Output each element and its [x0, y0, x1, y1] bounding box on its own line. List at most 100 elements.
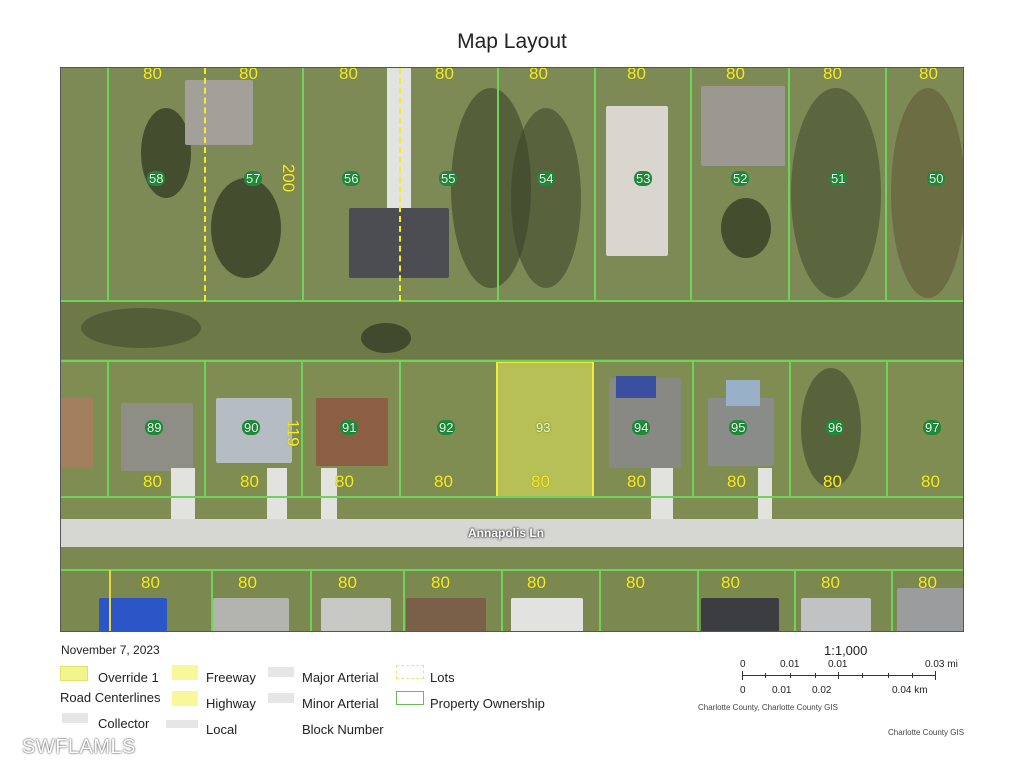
lot-line: [61, 300, 963, 302]
lot-line: [204, 361, 206, 497]
frontage-dimension: 80: [918, 573, 937, 592]
lot-line: [692, 361, 694, 497]
lot-line: [61, 496, 963, 498]
lot-number-badge[interactable]: 50: [927, 171, 946, 186]
lot-line: [403, 570, 405, 631]
lot-line: [599, 570, 601, 631]
legend-highway: Highway: [206, 696, 256, 711]
highway-swatch: [172, 691, 198, 706]
street-label[interactable]: Annapolis Ln: [468, 526, 544, 540]
lot-line: [886, 361, 888, 497]
frontage-dimension: 80: [531, 472, 550, 491]
lot-number-badge[interactable]: 91: [340, 420, 359, 435]
lot-number-badge[interactable]: 55: [439, 171, 458, 186]
lot-number-badge[interactable]: 58: [147, 171, 166, 186]
legend-collector: Collector: [98, 716, 150, 731]
house-roof: [406, 598, 486, 631]
legend-property-ownership: Property Ownership: [430, 696, 545, 711]
frontage-dimension: 80: [431, 573, 450, 592]
scale-bar-tick: [765, 673, 766, 678]
lot-number-badge[interactable]: 97: [923, 420, 942, 435]
scale-bar-tick: [888, 673, 889, 678]
driveway: [267, 468, 287, 520]
lot-line: [301, 361, 303, 497]
scale-bar-tick: [838, 672, 839, 679]
frontage-dimension: 80: [141, 573, 160, 592]
tree-cluster: [891, 88, 963, 298]
lot-line: [794, 570, 796, 631]
tree-cluster: [511, 108, 581, 288]
frontage-dimension: 80: [726, 67, 745, 83]
lot-line: [61, 569, 963, 571]
lot-number-badge[interactable]: 95: [729, 420, 748, 435]
road-annapolis-ln: [61, 519, 963, 547]
frontage-dimension: 80: [627, 67, 646, 83]
lot-number-badge[interactable]: 57: [244, 171, 263, 186]
house-roof: [321, 598, 391, 631]
house-roof: [801, 598, 871, 631]
lot-number-badge[interactable]: 92: [437, 420, 456, 435]
lot-line: [399, 361, 401, 497]
frontage-dimension: 80: [240, 472, 259, 491]
frontage-dimension: 80: [823, 472, 842, 491]
scale-km-tick: 0.04 km: [892, 685, 928, 696]
scale-mi-tick: 0.03 mi: [925, 659, 958, 670]
lot-number-badge[interactable]: 53: [634, 171, 653, 186]
tree-cluster: [81, 308, 201, 348]
override1-swatch: [60, 666, 88, 681]
frontage-dimension: 80: [727, 472, 746, 491]
scale-bar-tick: [912, 673, 913, 678]
scale-bar-tick: [935, 671, 936, 680]
pool: [616, 376, 656, 398]
map-frame[interactable]: Annapolis Ln 80 80 80 80 80 80 80 80 80: [60, 67, 964, 632]
selected-parcel-93[interactable]: [496, 361, 594, 498]
house-roof: [185, 80, 253, 145]
tree-shadow: [721, 198, 771, 258]
lot-line-dashed: [204, 68, 206, 301]
lot-line: [788, 68, 790, 301]
legend-minor-arterial: Minor Arterial: [302, 696, 379, 711]
tree-shadow: [361, 323, 411, 353]
legend-freeway: Freeway: [206, 670, 256, 685]
lot-number-badge[interactable]: 96: [826, 420, 845, 435]
lot-number-badge[interactable]: 90: [242, 420, 261, 435]
lot-line: [497, 68, 499, 301]
legend-block-number: Block Number: [302, 722, 384, 737]
driveway: [651, 468, 673, 520]
lot-line: [107, 68, 109, 301]
frontage-dimension: 80: [627, 472, 646, 491]
lot-number-badge-selected[interactable]: 93: [536, 420, 551, 435]
frontage-dimension: 80: [721, 573, 740, 592]
lot-line: [789, 361, 791, 497]
frontage-dimension: 80: [529, 67, 548, 83]
lot-number-badge[interactable]: 52: [731, 171, 750, 186]
frontage-dimension: 80: [823, 67, 842, 83]
frontage-dimension: 80: [435, 67, 454, 83]
lot-number-badge[interactable]: 56: [342, 171, 361, 186]
lot-number-badge[interactable]: 51: [829, 171, 848, 186]
lot-line: [885, 68, 887, 301]
house-roof: [511, 598, 583, 631]
tree-cluster: [791, 88, 881, 298]
frontage-dimension: 80: [921, 472, 940, 491]
lot-number-badge[interactable]: 94: [632, 420, 651, 435]
scale-km-tick: 0: [740, 685, 746, 696]
scale-km-tick: 0.01: [772, 685, 792, 696]
lot-line: [310, 570, 312, 631]
driveway: [171, 468, 195, 520]
major-arterial-swatch: [268, 667, 294, 677]
frontage-dimension: 80: [339, 67, 358, 83]
frontage-dimension: 80: [527, 573, 546, 592]
driveway: [758, 468, 772, 520]
lot-line: [891, 570, 893, 631]
footer-credit: Charlotte County GIS: [888, 728, 965, 737]
lot-line: [107, 361, 109, 497]
scale-mi-tick: 0: [740, 659, 746, 670]
lot-line: [61, 360, 963, 362]
rear-easement: [61, 301, 963, 359]
scale-bar-tick: [862, 673, 863, 678]
lot-number-badge[interactable]: 89: [145, 420, 164, 435]
collector-swatch: [62, 713, 88, 723]
legend-lots: Lots: [430, 670, 455, 685]
lot-number-badge[interactable]: 54: [537, 171, 556, 186]
